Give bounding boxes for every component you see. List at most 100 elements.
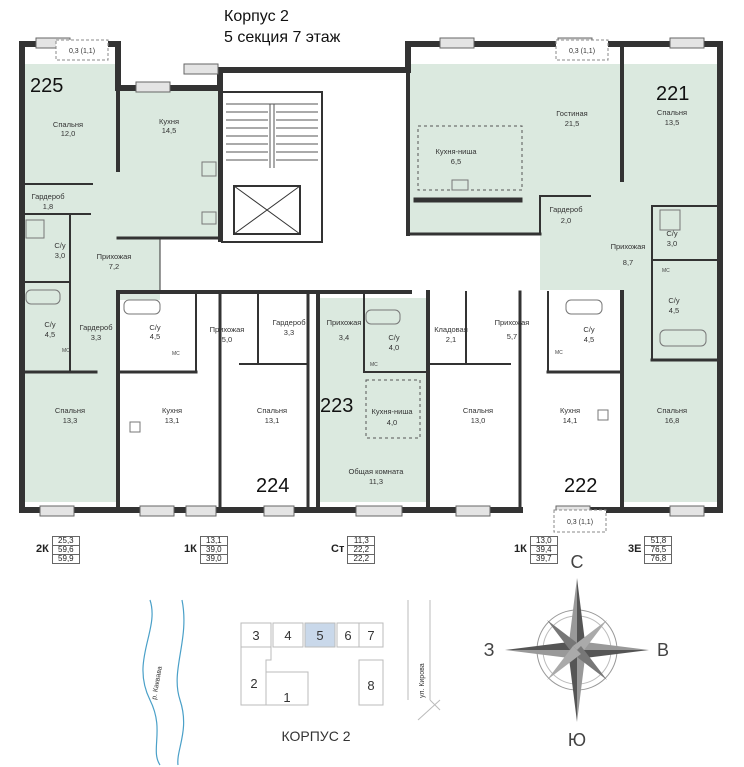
room-name: С/у [666, 229, 678, 238]
apartment-summary-221[interactable]: 3Е 51,8 76,5 76,8 [628, 536, 673, 564]
keyplan-section-8[interactable] [358, 659, 384, 706]
keyplan-number-4: 4 [284, 628, 291, 643]
plan-title: Корпус 2 5 секция 7 этаж [224, 6, 340, 48]
area-living: 13,0 [529, 536, 558, 546]
room-name: Гардероб [273, 318, 306, 327]
room-name: Спальня [55, 406, 85, 415]
room-name: Гостиная [556, 109, 587, 118]
apartment-type: 1К [514, 543, 527, 555]
area-with-balcony: 39,7 [529, 555, 558, 564]
area-total: 39,4 [529, 546, 558, 555]
apartment-type: 2К [36, 543, 49, 555]
room-name: Кухня [162, 406, 182, 415]
room-name: Кладовая [434, 325, 468, 334]
fixture-label: МС [370, 362, 378, 368]
kitchen-niche-outlines [365, 125, 523, 439]
apartment-type: Ст [331, 543, 345, 555]
keyplan-section-1[interactable] [265, 671, 309, 706]
room-area: 4,5 [45, 330, 55, 339]
river [142, 599, 161, 766]
fixture-label: МС [662, 268, 670, 274]
room-name: Спальня [657, 406, 687, 415]
keyplan-section-4[interactable] [272, 622, 304, 648]
room-area: 6,5 [451, 157, 461, 166]
apartment-number-222: 222 [564, 475, 597, 497]
area-living: 11,3 [347, 536, 376, 546]
room-name: Прихожая [495, 318, 530, 327]
room-name: Общая комната [349, 467, 405, 476]
keyplan-number-5: 5 [316, 628, 323, 643]
room-area: 4,5 [150, 332, 160, 341]
river-label: р. Каквава [151, 666, 164, 701]
balcony-222 [553, 509, 607, 533]
keyplan-section-2[interactable] [240, 646, 272, 706]
room-name: Кухня-ниша [371, 407, 413, 416]
apartment-type: 3Е [628, 543, 642, 555]
fixture-labels: МС МС МС МС МС [62, 268, 670, 368]
room-name: Кухня [159, 117, 179, 126]
area-total: 76,5 [644, 546, 673, 555]
apartment-type: 1К [184, 543, 197, 555]
room-name: С/у [44, 320, 56, 329]
room-name: Гардероб [32, 192, 65, 201]
room-area: 7,2 [109, 262, 119, 271]
apartment-225-fill-hall [118, 238, 160, 300]
apartment-221-fill-hall [540, 190, 622, 290]
room-area: 12,0 [61, 129, 76, 138]
key-plan: р. Каквава ул. Кирова 3 4 5 6 7 2 1 8 КО… [142, 599, 441, 766]
area-with-balcony: 22,2 [347, 555, 376, 564]
apartment-numbers: 225 224 223 222 221 [30, 75, 689, 497]
balcony-225-label: 0,3 (1,1) [69, 48, 95, 55]
apartment-summary-225[interactable]: 2К 25,3 59,6 59,9 [36, 536, 80, 564]
area-total: 59,6 [51, 546, 80, 555]
apartment-summary-223[interactable]: Ст 11,3 22,2 22,2 [331, 536, 376, 564]
area-with-balcony: 39,0 [199, 555, 228, 564]
compass-north: С [571, 552, 584, 572]
room-area: 4,0 [389, 343, 399, 352]
keyplan-section-5[interactable] [304, 622, 336, 648]
compass-rose: С Ю З В [484, 552, 669, 750]
room-area: 16,8 [665, 416, 680, 425]
stair-core [221, 91, 323, 243]
room-name: Гардероб [80, 323, 113, 332]
apartment-number-223: 223 [320, 395, 353, 417]
room-area: 3,0 [55, 251, 65, 260]
room-name: Прихожая [611, 242, 646, 251]
area-living: 25,3 [51, 536, 80, 546]
room-area: 5,0 [222, 335, 232, 344]
keyplan-section-7[interactable] [358, 622, 384, 648]
fixtures [25, 161, 707, 433]
fixture-label: МС [62, 348, 70, 354]
apartment-summary-222[interactable]: 1К 13,0 39,4 39,7 [514, 536, 558, 564]
room-area: 3,3 [91, 333, 101, 342]
room-name: С/у [54, 241, 66, 250]
fixture-label: МС [172, 351, 180, 357]
compass-west: З [484, 640, 495, 660]
room-area: 2,0 [561, 216, 571, 225]
room-name: С/у [668, 296, 680, 305]
apartment-225-fill-kitchen [118, 88, 220, 238]
area-living: 51,8 [644, 536, 673, 546]
room-name: С/у [583, 325, 595, 334]
room-area: 8,7 [623, 258, 633, 267]
room-name: Прихожая [97, 252, 132, 261]
keyplan-caption: КОРПУС 2 [282, 728, 351, 744]
area-total: 39,0 [199, 546, 228, 555]
room-name: Прихожая [327, 318, 362, 327]
room-area: 13,0 [471, 416, 486, 425]
keyplan-number-3: 3 [252, 628, 259, 643]
balconies: 0,3 (1,1) 0,3 (1,1) 0,3 (1,1) [55, 39, 609, 533]
area-with-balcony: 59,9 [51, 555, 80, 564]
balcony-222-label: 0,3 (1,1) [567, 519, 593, 526]
room-area: 13,3 [63, 416, 78, 425]
apartment-summary-224[interactable]: 1К 13,1 39,0 39,0 [184, 536, 228, 564]
room-name: Спальня [53, 120, 83, 129]
area-total: 22,2 [347, 546, 376, 555]
area-with-balcony: 76,8 [644, 555, 673, 564]
fixture-label: МС [555, 350, 563, 356]
room-area: 3,3 [284, 328, 294, 337]
room-area: 13,1 [265, 416, 280, 425]
apartment-221-fill-east [622, 64, 718, 502]
